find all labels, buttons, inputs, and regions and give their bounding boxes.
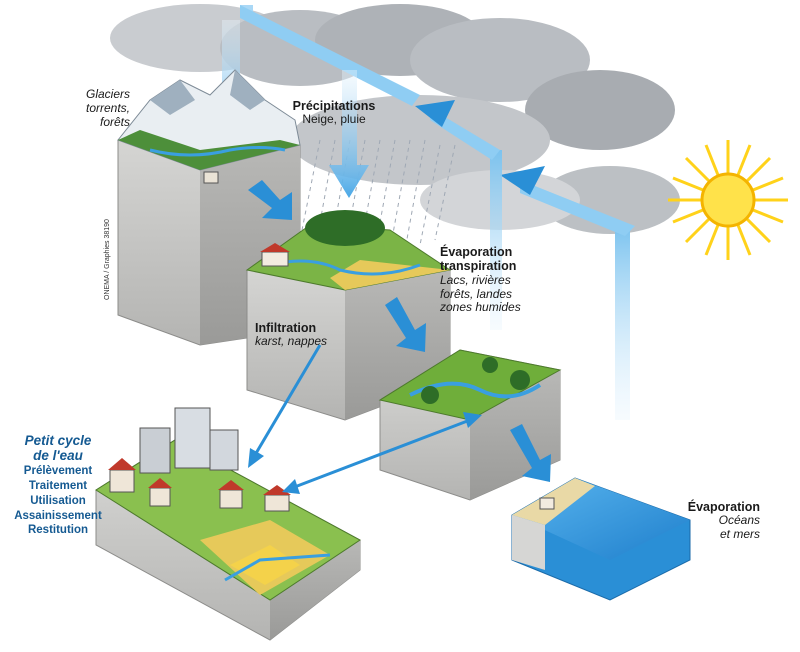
sun-icon (668, 140, 788, 260)
infiltration-arrow (248, 344, 322, 468)
evaporation-title: Évaporation (687, 500, 760, 514)
evaporation-sub2: et mers (719, 527, 760, 542)
precipitations-title: Précipitations (292, 99, 376, 113)
infiltration-sub: karst, nappes (255, 334, 328, 349)
glaciers-line1: Glaciers (85, 87, 130, 101)
clouds (110, 4, 680, 234)
restitution-arrow (282, 412, 482, 494)
ocean-block (511, 477, 691, 601)
petit-cycle-title2: de l'eau (33, 447, 83, 463)
petit-cycle-item: Utilisation (30, 494, 86, 507)
evaporation-label: Évaporation Océans et mers (660, 500, 760, 542)
evap-transpiration-sub1: Lacs, rivières (440, 272, 511, 287)
evap-transpiration-sub3: zones humides (440, 300, 521, 315)
credit-text: ONEMA / Graphies 38190 (104, 219, 111, 300)
precipitations-sub: Neige, pluie (302, 112, 366, 127)
precipitations-label: Précipitations Neige, pluie (278, 99, 390, 127)
petit-cycle-label: Petit cycle de l'eau Prélèvement Traitem… (4, 433, 112, 538)
infiltration-label: Infiltration karst, nappes (255, 321, 355, 349)
petit-cycle-item: Prélèvement (23, 464, 93, 477)
flow-arrows (248, 180, 551, 482)
evaporation-sub1: Océans (718, 513, 760, 528)
city-block (95, 407, 361, 641)
glaciers-label: Glaciers torrents, forêts (60, 87, 130, 129)
petit-cycle-item: Assainissement (14, 509, 102, 522)
evaporation-arrows (240, 5, 635, 420)
glaciers-line3: forêts (99, 114, 130, 129)
evap-transpiration-title2: transpiration (440, 259, 517, 274)
glaciers-line2: torrents, (85, 100, 130, 115)
petit-cycle-item: Restitution (27, 524, 89, 537)
petit-cycle-item: Traitement (28, 479, 88, 492)
evap-transpiration-sub2: forêts, landes (440, 286, 513, 301)
evap-transpiration-title1: Évaporation (440, 245, 513, 259)
petit-cycle-title1: Petit cycle (24, 433, 92, 448)
evap-transpiration-label: Évaporation transpiration Lacs, rivières… (440, 245, 550, 315)
infiltration-title: Infiltration (255, 321, 317, 335)
